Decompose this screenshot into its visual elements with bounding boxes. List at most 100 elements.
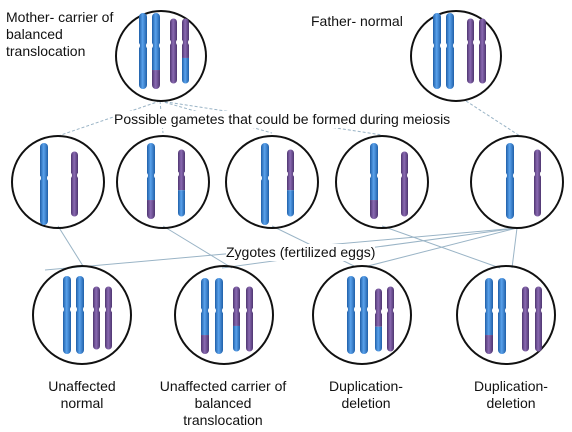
chromosome-segment <box>182 57 189 80</box>
chromosome-cap <box>370 211 378 219</box>
gamete-chromosome <box>398 151 411 217</box>
centromere <box>284 171 288 177</box>
gamete-chromosome <box>258 143 272 225</box>
gamete-cell <box>470 135 564 229</box>
centromere <box>540 171 544 177</box>
chromosome-cap <box>93 286 100 294</box>
zygote-chromosome <box>344 276 358 354</box>
chromosome-segment <box>182 22 189 58</box>
centromere <box>60 306 64 312</box>
mother-label-line: translocation <box>6 43 86 59</box>
chromosome-segment <box>233 290 240 326</box>
outcome-label-1: Unaffected normal <box>32 378 132 412</box>
centromere <box>175 171 179 177</box>
chromosome-segment <box>375 326 382 348</box>
chromosome-cap <box>446 13 454 21</box>
outcome-label-line: translocation <box>183 412 263 428</box>
chromosome-cap <box>506 143 514 151</box>
centromere <box>513 172 517 179</box>
centromere <box>473 39 477 45</box>
zygote-chromosome <box>230 286 243 352</box>
chromosome-segment <box>152 70 160 85</box>
centromere <box>37 175 42 181</box>
father-chromosome <box>430 13 444 89</box>
centromere <box>212 307 216 314</box>
father-chromosome <box>476 18 489 84</box>
centromere <box>440 42 444 49</box>
chromosome-cap <box>360 346 368 354</box>
gametes-label: Possible gametes that could be formed du… <box>114 111 451 128</box>
chromosome-cap <box>71 151 78 159</box>
chromosome-cap <box>215 346 223 354</box>
zygote-chromosome <box>532 286 545 352</box>
chromosome-segment <box>93 290 100 346</box>
chromosome-segment <box>139 17 147 85</box>
centromere <box>222 307 226 314</box>
gamete-chromosome <box>37 143 51 225</box>
chromosome-cap <box>71 209 78 217</box>
chromosome-segment <box>147 147 155 201</box>
zygote-chromosome <box>243 286 256 352</box>
centromere <box>176 39 180 45</box>
father-label: Father- normal <box>311 13 403 29</box>
chromosome-cap <box>498 278 506 286</box>
mother-chromosome <box>179 18 192 84</box>
chromosome-cap <box>534 209 541 217</box>
centromere <box>73 306 77 312</box>
chromosome-segment <box>246 290 253 348</box>
centromere <box>453 42 457 49</box>
gamete-chromosome <box>175 149 188 217</box>
chromosome-segment <box>433 17 441 85</box>
chromosome-cap <box>63 346 71 354</box>
chromosome-cap <box>375 344 382 352</box>
chromosome-cap <box>522 286 529 294</box>
gamete-chromosome <box>284 149 297 217</box>
chromosome-cap <box>485 346 493 354</box>
centromere <box>531 171 536 177</box>
centromere <box>167 39 171 45</box>
zygote-chromosome <box>212 278 226 354</box>
centromere <box>367 306 371 312</box>
zygote-chromosome <box>73 276 87 354</box>
chromosome-cap <box>93 342 100 350</box>
chromosome-cap <box>446 81 454 89</box>
centromere <box>188 39 192 45</box>
gamete-cell <box>335 135 429 229</box>
chromosome-cap <box>178 149 185 157</box>
gamete-chromosome <box>531 149 544 217</box>
chromosome-cap <box>139 81 147 89</box>
chromosome-segment <box>401 155 408 213</box>
chromosome-segment <box>63 280 71 350</box>
father-chromosome <box>464 18 477 84</box>
chromosome-cap <box>76 276 84 284</box>
chromosome-segment <box>201 335 209 350</box>
chromosome-cap <box>105 342 112 350</box>
chromosome-segment <box>370 200 378 215</box>
gamete-chromosome <box>367 143 381 219</box>
zygote-cell <box>174 265 274 365</box>
centromere <box>144 172 148 179</box>
mother-label-line: balanced <box>6 26 63 42</box>
chromosome-cap <box>233 344 240 352</box>
mother-gamete-line <box>57 100 161 137</box>
mother-chromosome <box>136 13 150 89</box>
centromere <box>492 307 496 314</box>
gamete-zygote-line <box>57 225 84 267</box>
chromosome-segment <box>370 147 378 201</box>
chromosome-segment <box>535 290 542 348</box>
outcome-label-line: Duplication- <box>474 378 548 394</box>
chromosome-segment <box>76 280 84 350</box>
centromere <box>384 307 388 313</box>
centromere <box>495 307 499 314</box>
chromosome-cap <box>40 217 48 225</box>
centromere <box>47 175 51 181</box>
centromere <box>398 172 402 178</box>
chromosome-cap <box>370 143 378 151</box>
outcome-label-4: Duplication- deletion <box>461 378 561 412</box>
chromosome-cap <box>433 13 441 21</box>
chromosome-cap <box>152 13 160 21</box>
centromere <box>70 306 74 312</box>
gamete-cell <box>225 135 319 229</box>
centromere <box>159 42 163 49</box>
